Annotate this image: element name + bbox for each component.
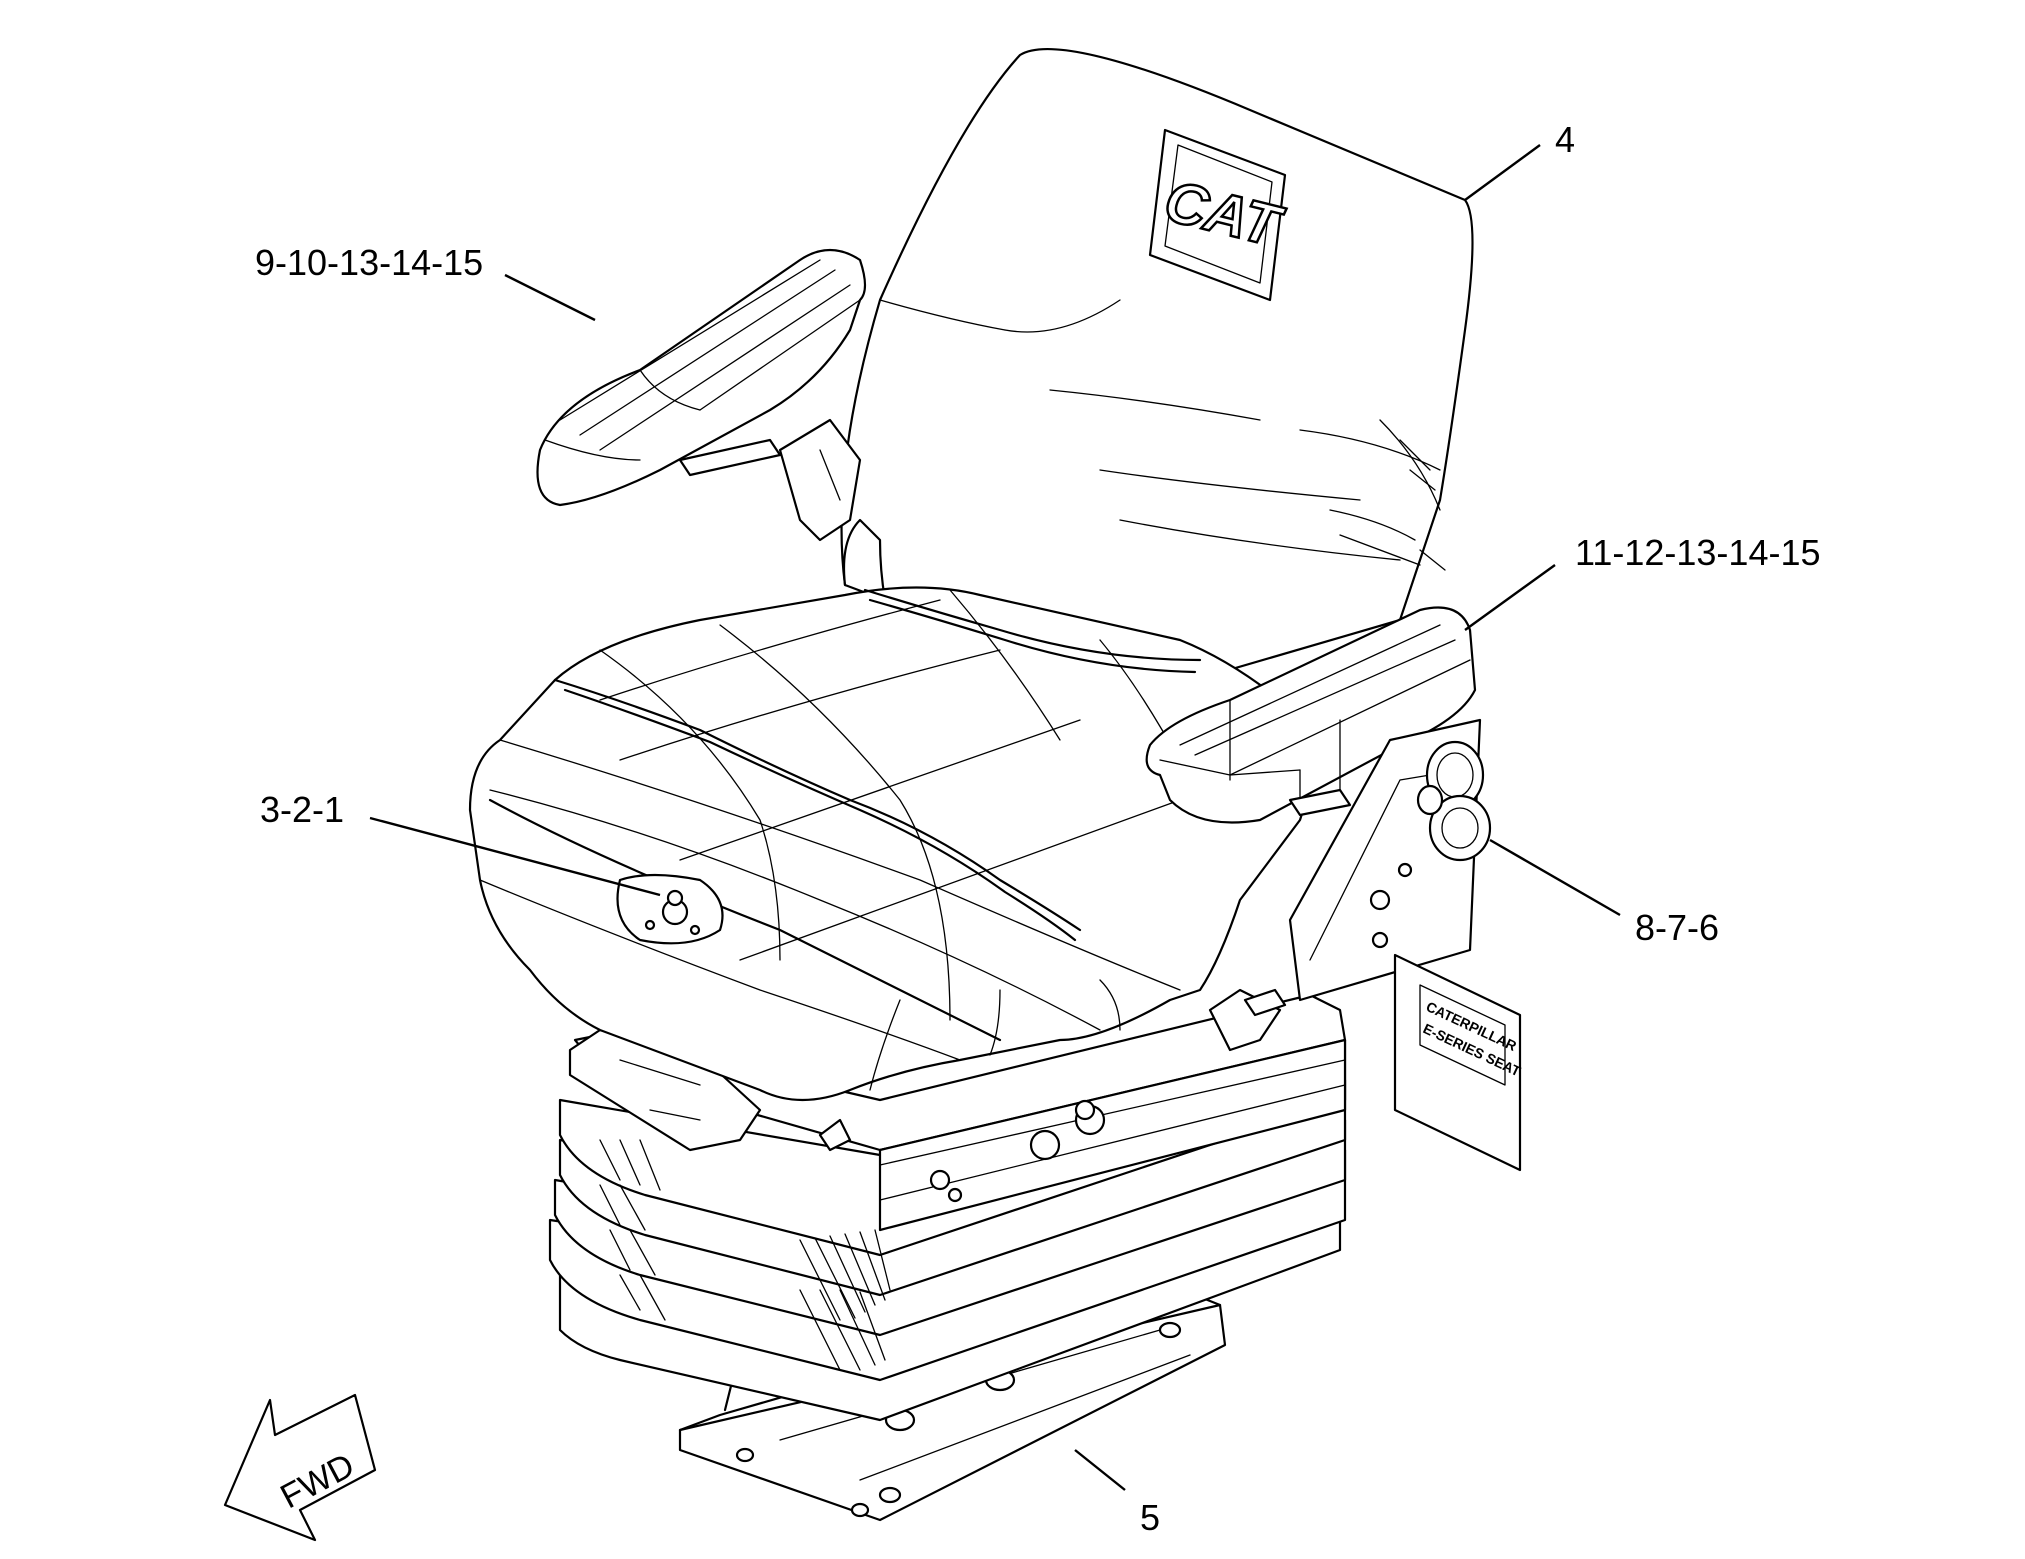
leader-8-7-6 <box>1489 838 1621 917</box>
left-armrest <box>536 249 867 542</box>
forward-arrow: FWD <box>223 1393 377 1542</box>
leader-right-armrest <box>1464 564 1556 631</box>
callout-8-7-6: 8-7-6 <box>1635 907 1719 948</box>
callout-3-2-1: 3-2-1 <box>260 789 344 830</box>
leader-lines <box>369 144 1621 1491</box>
right-armrest <box>1145 606 1477 824</box>
callout-left-armrest: 9-10-13-14-15 <box>255 242 483 283</box>
leader-4 <box>1464 144 1541 201</box>
leader-left-armrest <box>504 273 596 322</box>
seat-cushion <box>468 586 1312 1102</box>
seat-frame <box>568 993 1347 1232</box>
leader-5 <box>1074 1449 1126 1491</box>
callout-5: 5 <box>1140 1497 1160 1538</box>
cat-logo: CAT <box>1148 128 1291 302</box>
callout-4: 4 <box>1555 119 1575 160</box>
adjustment-knobs <box>1416 740 1492 862</box>
callout-right-armrest: 11-12-13-14-15 <box>1575 532 1821 573</box>
leader-3-2-1 <box>369 816 661 897</box>
seat-back <box>840 47 1474 692</box>
cushion-adjust-plate <box>616 873 724 945</box>
seat-decal: CATERPILLAR E-SERIES SEAT <box>1393 953 1524 1172</box>
